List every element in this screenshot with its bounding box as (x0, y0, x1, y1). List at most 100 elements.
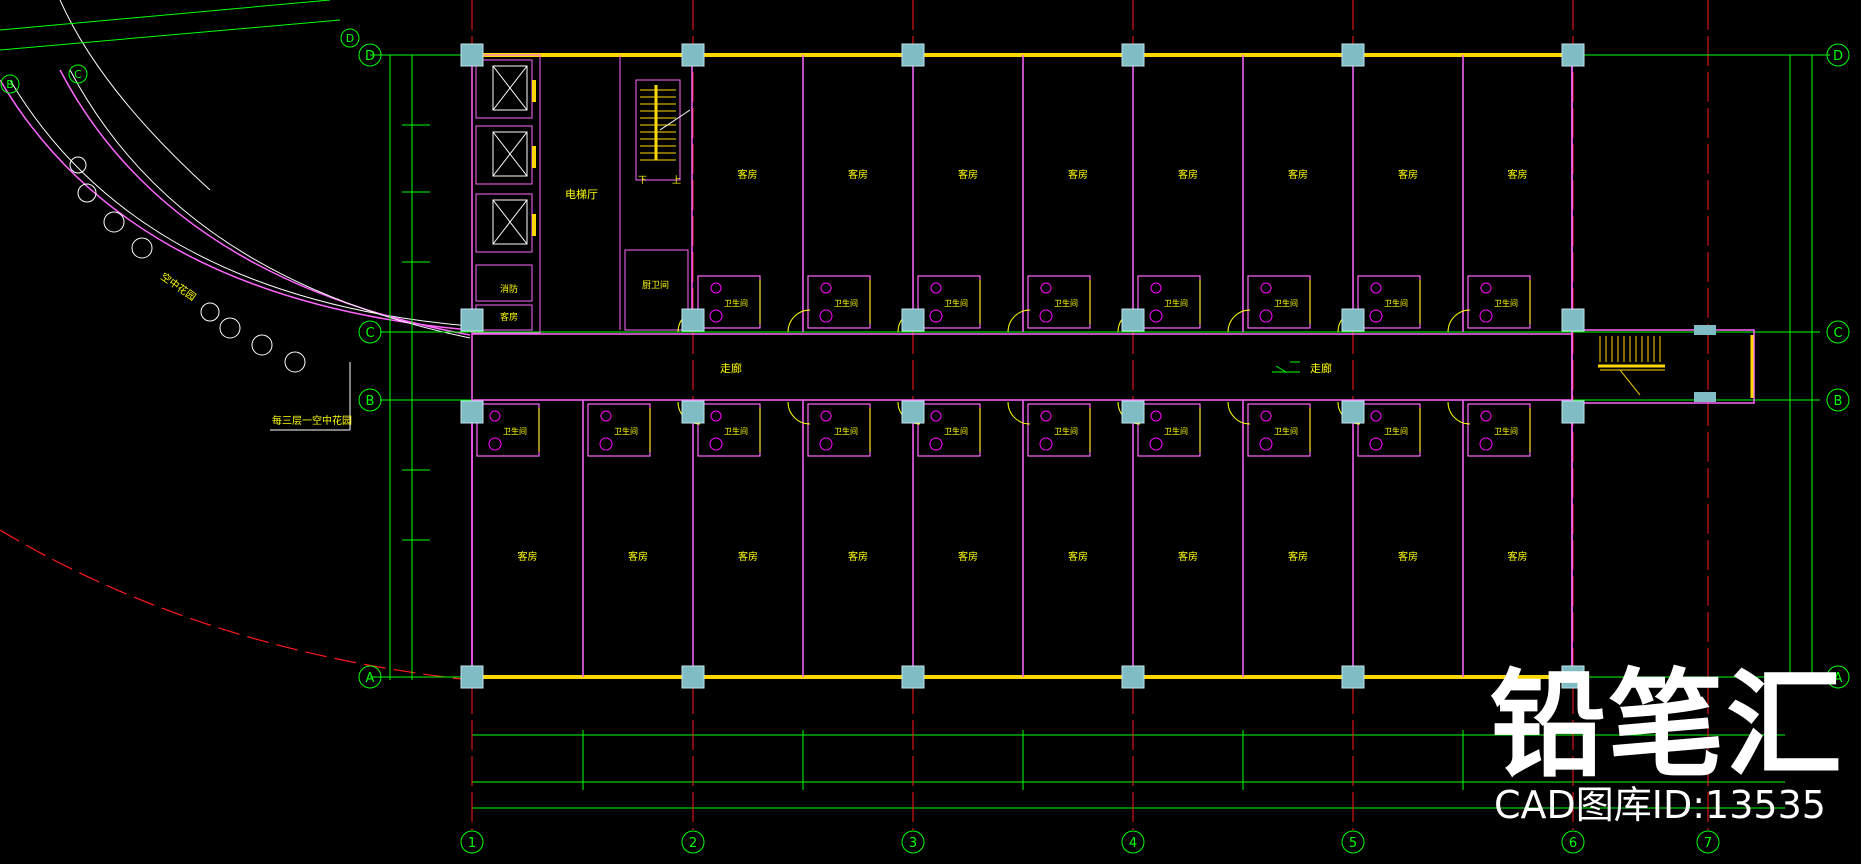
row-bubble-label: B (366, 394, 375, 409)
column (460, 43, 484, 67)
basin-icon (819, 437, 833, 451)
stair-arrow (1619, 369, 1641, 396)
column (1341, 43, 1365, 67)
door-arc (1447, 309, 1471, 333)
col-bubble-label: 5 (1349, 836, 1357, 851)
elevator-yellow-strips (532, 80, 536, 236)
column (1341, 400, 1365, 424)
bath-label: 卫生间 (1384, 298, 1408, 308)
toilet-icon (600, 410, 612, 422)
curve-bubble-label: B (6, 78, 14, 91)
column (460, 665, 484, 689)
col-bubble-7 (1696, 830, 1720, 854)
column (1694, 325, 1716, 335)
basin-icon (1479, 309, 1493, 323)
south-room-label: 客房 (1288, 550, 1308, 563)
curved-sky-garden (0, 0, 471, 681)
col-bubble-label: 6 (1569, 836, 1577, 851)
row-bubble-label: A (1834, 671, 1843, 686)
basin-icon (929, 309, 943, 323)
north-room-label: 客房 (848, 168, 868, 181)
toilet-icon (710, 410, 722, 422)
row-bubble-label: C (1833, 326, 1842, 341)
column (901, 400, 925, 424)
south-room-label: 客房 (738, 550, 758, 563)
stair-down-label: 下 (638, 176, 647, 186)
row-bubble-A (358, 665, 382, 689)
column (460, 400, 484, 424)
north-room-label: 客房 (1068, 168, 1088, 181)
toilet-icon (930, 282, 942, 294)
column (901, 43, 925, 67)
north-room-label: 客房 (1288, 168, 1308, 181)
toilet-icon (1480, 410, 1492, 422)
south-room-label: 客房 (628, 550, 648, 563)
toilet-icon (1150, 282, 1162, 294)
toilet-icon (1480, 282, 1492, 294)
toilet-icon (820, 410, 832, 422)
column (1561, 43, 1585, 67)
bath-label: 卫生间 (614, 426, 638, 436)
column (1121, 400, 1145, 424)
row-bubble-C (358, 320, 382, 344)
curve-bubble-label: D (346, 32, 354, 45)
curve-bubble-label: C (74, 68, 82, 81)
main-stair (635, 79, 691, 181)
guest-rooms: 客房客房客房客房客房客房客房客房客房客房客房客房客房客房客房客房客房客房 (471, 55, 1573, 677)
col-bubble-3 (901, 830, 925, 854)
svg-text:每三层一空中花园: 每三层一空中花园 (272, 414, 352, 427)
row-bubble-A (1826, 665, 1850, 689)
toilet-icon (1370, 282, 1382, 294)
bath-label: 卫生间 (944, 426, 968, 436)
bath-label: 卫生间 (724, 426, 748, 436)
door-arc (1227, 401, 1251, 425)
column (681, 308, 705, 332)
door-arc (1227, 309, 1251, 333)
column (1341, 665, 1365, 689)
row-bubble-D (358, 43, 382, 67)
col-bubble-5 (1341, 830, 1365, 854)
row-bubble-label: D (365, 49, 375, 64)
corridor: 走廊 走廊 (472, 333, 1572, 401)
row-bubble-B (1826, 388, 1850, 412)
column (901, 308, 925, 332)
col-bubble-2 (681, 830, 705, 854)
curve-bubble (340, 28, 360, 48)
north-room-label: 客房 (958, 168, 978, 181)
bath-label: 卫生间 (1164, 298, 1188, 308)
basin-icon (1479, 437, 1493, 451)
column (1121, 308, 1145, 332)
column (1341, 308, 1365, 332)
basin-icon (709, 309, 723, 323)
col-bubble-label: 2 (689, 836, 697, 851)
toilet-icon (930, 410, 942, 422)
basin-icon (929, 437, 943, 451)
bath-label: 卫生间 (1494, 426, 1518, 436)
bath-label: 卫生间 (834, 426, 858, 436)
column (681, 43, 705, 67)
col-bubble-4 (1121, 830, 1145, 854)
basin-icon (1039, 309, 1053, 323)
stair-up-label: 上 (672, 175, 681, 186)
east-stair (1598, 336, 1665, 396)
basin-icon (1369, 309, 1383, 323)
south-room-label: 客房 (1508, 550, 1528, 563)
south-room-label: 客房 (1068, 550, 1088, 563)
column (1121, 43, 1145, 67)
toilet-icon (710, 282, 722, 294)
toilet-icon (1370, 410, 1382, 422)
north-room-label: 客房 (1178, 168, 1198, 181)
col-bubble-label: 7 (1704, 836, 1712, 851)
col-bubble-label: 1 (468, 836, 476, 851)
column (1561, 665, 1585, 689)
row-bubble-B (358, 388, 382, 412)
row-bubble-label: D (1833, 49, 1843, 64)
basin-icon (819, 309, 833, 323)
row-bubble-label: B (1834, 394, 1843, 409)
col-bubble-1 (460, 830, 484, 854)
toilet-icon (820, 282, 832, 294)
bath-label: 卫生间 (834, 298, 858, 308)
elevator-hall-label: 电梯厅 (565, 188, 598, 201)
corridor-label-2: 走廊 (1310, 361, 1332, 375)
